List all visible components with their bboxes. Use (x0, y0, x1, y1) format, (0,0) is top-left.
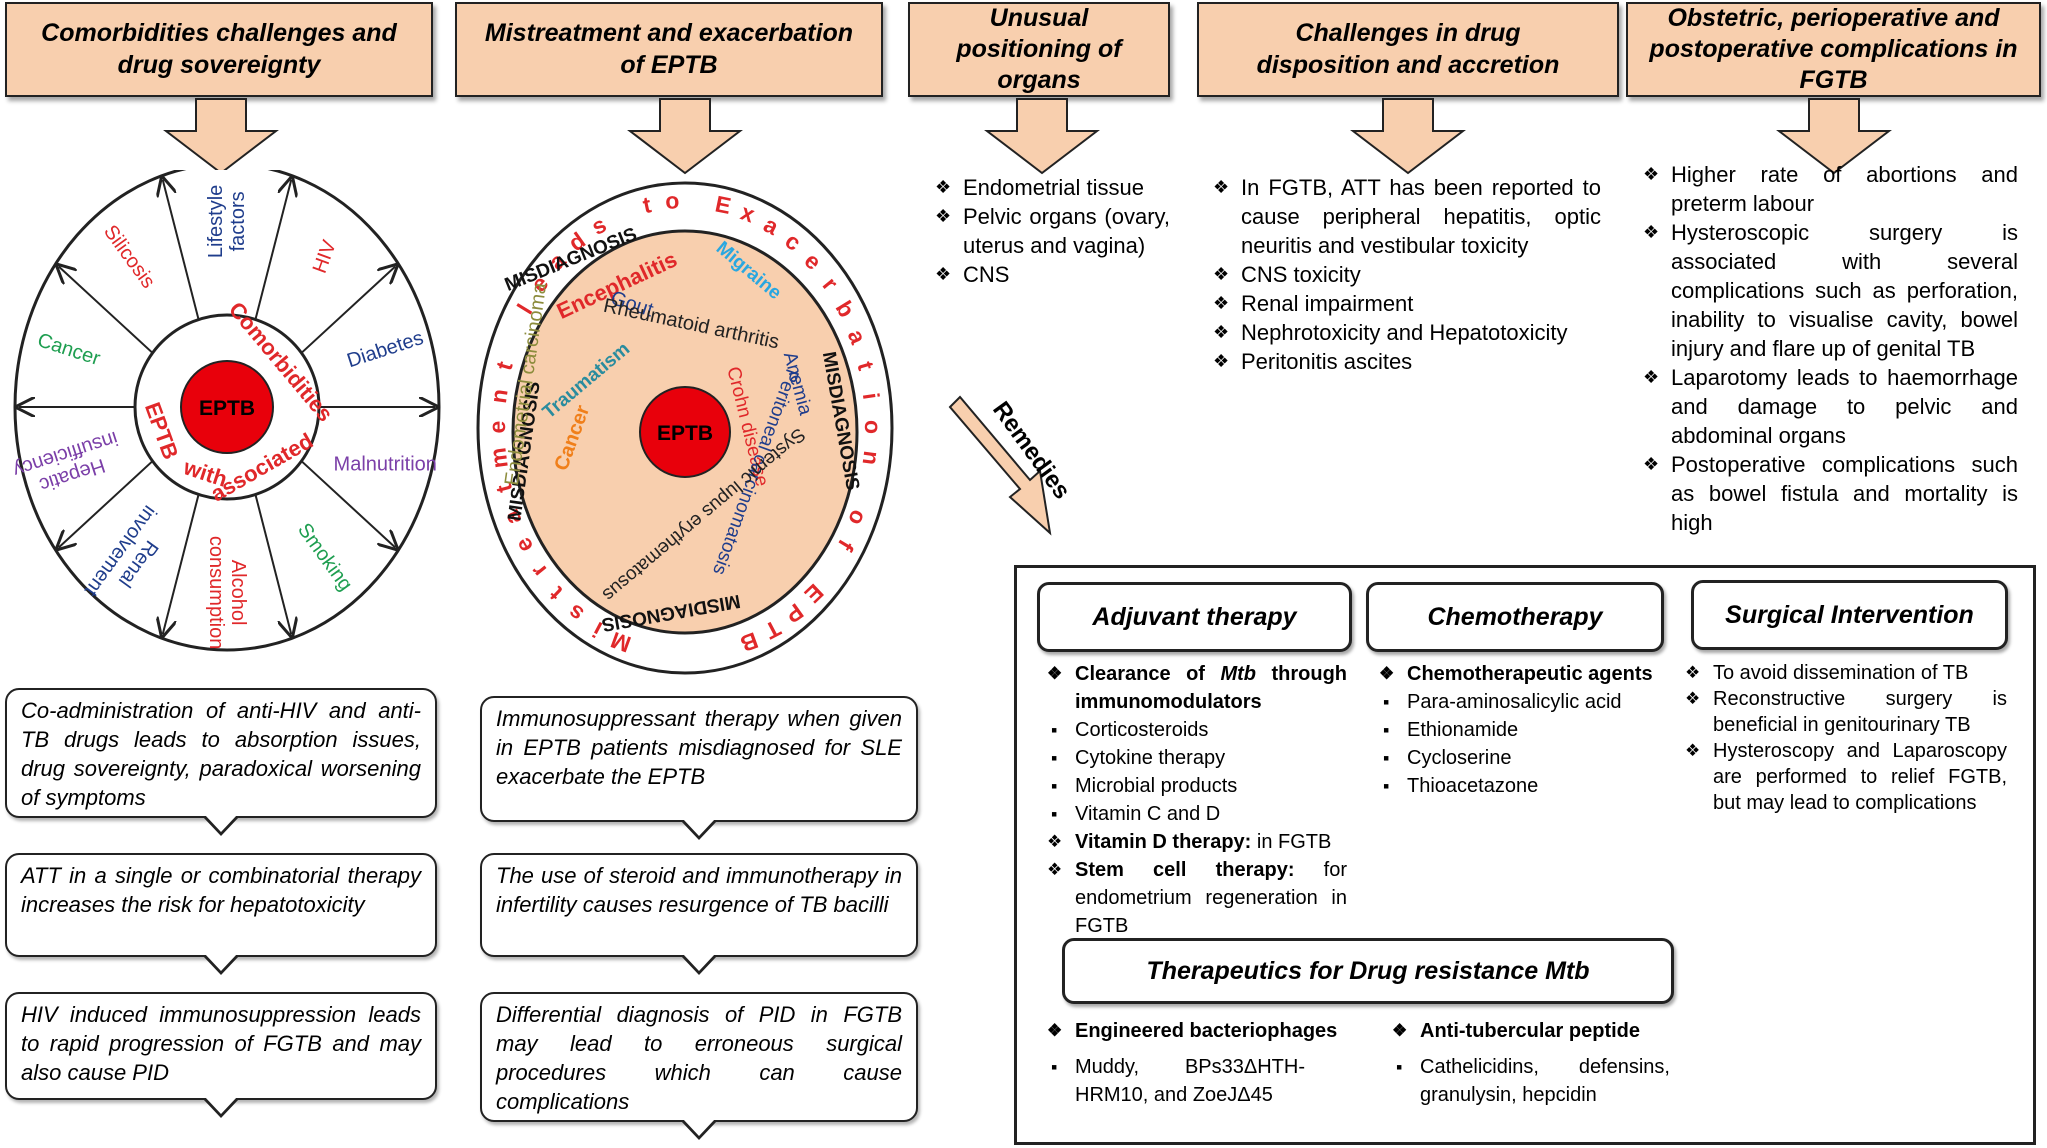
adjuvant-list: Clearance of Mtb through immunomodulator… (1047, 660, 1347, 940)
list-item: Clearance of Mtb through immunomodulator… (1047, 660, 1347, 716)
list-item: Laparotomy leads to haemorrhage and dama… (1643, 363, 2018, 450)
wheel-spokes (19, 180, 435, 635)
target-center-label: EPTB (657, 422, 713, 445)
list-item: Microbial products (1047, 772, 1347, 800)
list-item: Cathelicidins, defensins, granulysin, he… (1392, 1053, 1670, 1109)
list-item: Thioacetazone (1379, 772, 1679, 800)
list-item: To avoid dissemination of TB (1685, 660, 2007, 686)
list-item: Vitamin D therapy: in FGTB (1047, 828, 1347, 856)
wheel-center-circle (180, 360, 274, 454)
list-item: Postoperative complications such as bowe… (1643, 450, 2018, 537)
list-item: Hysteroscopy and Laparoscopy are perform… (1685, 738, 2007, 816)
list-item: Endometrial tissue (935, 173, 1170, 202)
list-item: Hysteroscopic surgery is associated with… (1643, 218, 2018, 363)
down-arrow-icon (163, 98, 279, 175)
list-item: Corticosteroids (1047, 716, 1347, 744)
header-obstetric: Obstetric, perioperative and postoperati… (1626, 2, 2041, 97)
down-arrow-icon (984, 98, 1100, 175)
bacteriophage-list: Engineered bacteriophages Muddy, BPs33ΔH… (1047, 1017, 1387, 1109)
wheel-segment-label: Lifestylefactors (205, 185, 249, 258)
wheel-spoke-arrow (300, 267, 395, 354)
down-arrow-icon (1776, 98, 1892, 175)
list-item: Stem cell therapy: for endometrium regen… (1047, 856, 1347, 940)
wheel-spoke-arrow (300, 460, 395, 547)
outer-ring-letter: o (664, 187, 680, 214)
header-arrows (163, 98, 1892, 175)
list-item: In FGTB, ATT has been reported to cause … (1213, 173, 1601, 260)
header-mistreatment: Mistreatment and exacerbation of EPTB (455, 2, 883, 97)
list-item: Vitamin C and D (1047, 800, 1347, 828)
callout-att-hepatotoxicity: ATT in a single or combinatorial therapy… (5, 853, 437, 975)
outer-ring-letter: e (484, 421, 510, 434)
wheel-spoke-arrow (163, 494, 200, 634)
list-item: CNS (935, 260, 1170, 289)
list-item: Renal impairment (1213, 289, 1601, 318)
wheel-spoke-arrow (163, 180, 200, 320)
tab-adjuvant-therapy: Adjuvant therapy (1037, 582, 1352, 652)
down-arrow-icon (1350, 98, 1466, 175)
drug-disposition-list: In FGTB, ATT has been reported to cause … (1213, 173, 1601, 376)
header-unusual-positioning: Unusual positioning of organs (908, 2, 1170, 97)
callout-immunosuppressant: Immunosuppressant therapy when given in … (480, 696, 918, 840)
callout-steroid-immunotherapy: The use of steroid and immunotherapy in … (480, 853, 918, 975)
list-item: Nephrotoxicity and Hepatotoxicity (1213, 318, 1601, 347)
remedies-panel: Adjuvant therapy Chemotherapy Surgical I… (1014, 565, 2036, 1145)
outer-ring-letter: E (713, 190, 733, 219)
obstetric-list: Higher rate of abortions and preterm lab… (1643, 160, 2018, 537)
list-item: Pelvic organs (ovary, uterus and vagina) (935, 202, 1170, 260)
header-comorbidities: Comorbidities challenges and drug sovere… (5, 2, 433, 97)
outer-ring-letter: n (858, 449, 886, 466)
wheel-segment-label: Alcoholconsumption (205, 536, 249, 649)
header-drug-disposition: Challenges in drug disposition and accre… (1197, 2, 1619, 97)
list-item: Cytokine therapy (1047, 744, 1347, 772)
remedies-arrow: Remedies (948, 395, 1076, 536)
chemotherapy-list: Chemotherapeutic agents Para-aminosalicy… (1379, 660, 1679, 800)
wheel-center-label: EPTB (199, 397, 255, 420)
wheel-spoke-arrow (254, 180, 291, 320)
list-item: Anti-tubercular peptide (1392, 1017, 1692, 1045)
list-item: Reconstructive surgery is beneficial in … (1685, 686, 2007, 738)
tab-chemotherapy: Chemotherapy (1366, 582, 1664, 652)
list-item: Muddy, BPs33ΔHTH-HRM10, and ZoeJΔ45 (1047, 1053, 1305, 1109)
surgical-list: To avoid dissemination of TB Reconstruct… (1685, 660, 2007, 816)
target-center-circle (639, 386, 731, 478)
callout-coadministration: Co-administration of anti-HIV and anti-T… (5, 688, 437, 836)
outer-ring-letter: n (485, 387, 513, 405)
list-item: Ethionamide (1379, 716, 1679, 744)
wheel-spoke-arrow (59, 460, 154, 547)
list-item: Higher rate of abortions and preterm lab… (1643, 160, 2018, 218)
list-item: Peritonitis ascites (1213, 347, 1601, 376)
wheel-spoke-arrow (59, 267, 154, 354)
outer-ring-letter: o (860, 420, 886, 434)
list-item: Chemotherapeutic agents (1379, 660, 1679, 688)
unusual-organs-list: Endometrial tissue Pelvic organs (ovary,… (935, 173, 1170, 289)
list-item: CNS toxicity (1213, 260, 1601, 289)
down-arrow-icon (627, 98, 743, 175)
peptide-list: Anti-tubercular peptide Cathelicidins, d… (1392, 1017, 1692, 1109)
list-item: Engineered bacteriophages (1047, 1017, 1387, 1045)
wheel-spoke-arrow (254, 494, 291, 634)
list-item: Para-aminosalicylic acid (1379, 688, 1679, 716)
callout-differential-diagnosis: Differential diagnosis of PID in FGTB ma… (480, 992, 918, 1140)
outer-ring-letter: i (858, 391, 885, 401)
wheel-segment-label: Malnutrition (334, 453, 437, 475)
outer-ring-letter: m (484, 446, 512, 470)
tab-surgical-intervention: Surgical Intervention (1691, 580, 2008, 650)
list-item: Cycloserine (1379, 744, 1679, 772)
diagonal-arrow-icon (948, 395, 1052, 536)
callout-hiv-immunosuppression: HIV induced immunosuppression leads to r… (5, 992, 437, 1118)
tab-drug-resistance: Therapeutics for Drug resistance Mtb (1062, 938, 1674, 1004)
